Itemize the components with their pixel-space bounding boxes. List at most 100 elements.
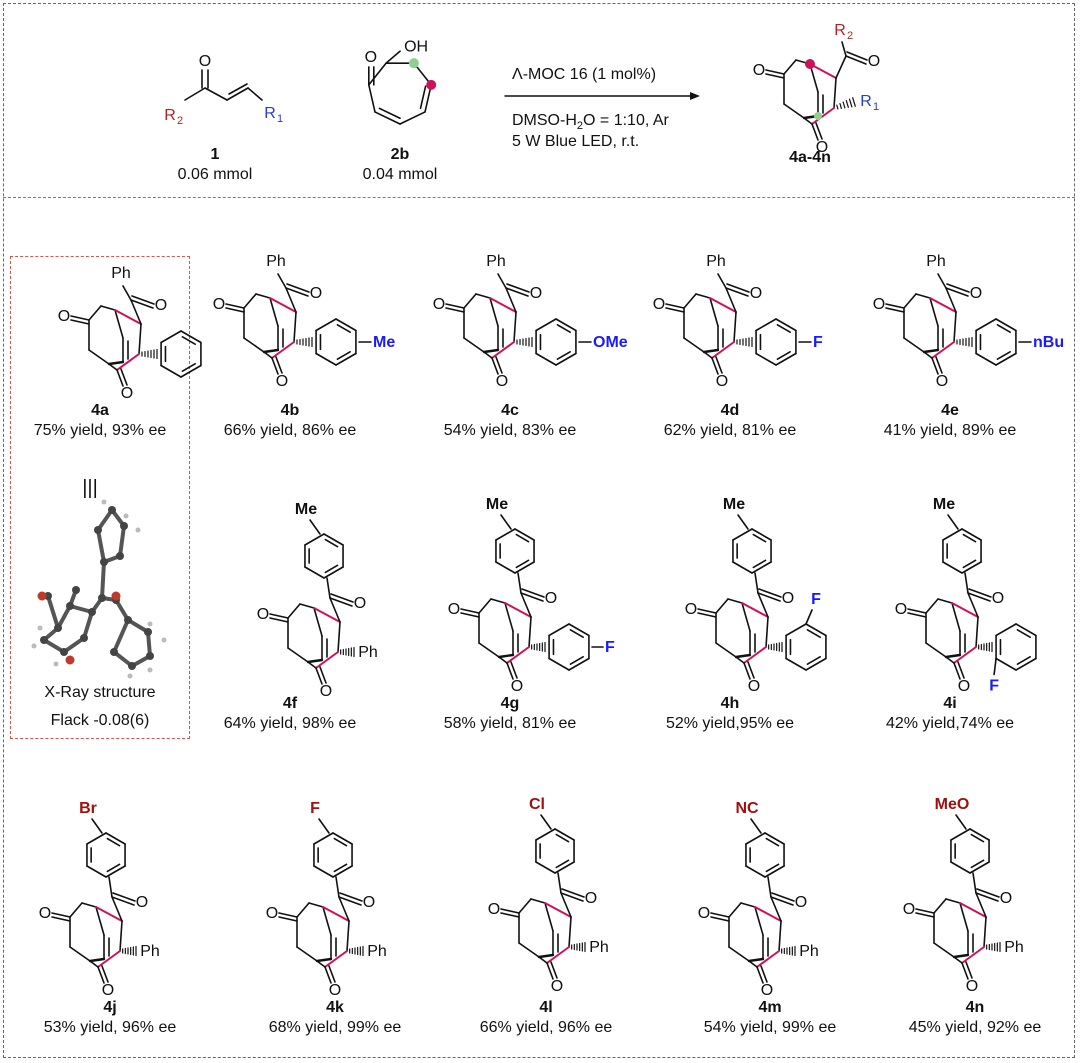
compound-4n-aroyl-ring-double-bond xyxy=(970,833,985,843)
compound-4h-bond xyxy=(757,592,769,618)
compound-4a-aryl-bond xyxy=(180,330,202,344)
product-red-marker xyxy=(805,59,815,69)
tropolone-double-bond xyxy=(419,85,427,110)
compound-4m-carbonyl xyxy=(710,916,730,922)
compound-4l-aroyl-ring-double-bond xyxy=(555,859,570,869)
compound-4i-new-bond xyxy=(951,602,979,618)
compound-4k-new-bond xyxy=(322,906,350,922)
compound-4e-oxygen: O xyxy=(873,296,885,313)
compound-4f-carbonyl xyxy=(269,617,289,623)
compound-4k-para-substituent: F xyxy=(310,800,320,817)
compound-4k-aroyl-ring-double-bond xyxy=(333,863,348,873)
compound-4h-bond xyxy=(735,656,745,664)
compound-4m-new-bond xyxy=(756,950,780,968)
compound-4j-para-substituent: Br xyxy=(79,800,97,817)
compound-4g-new-bond xyxy=(506,646,530,664)
compound-4m-carbonyl xyxy=(756,966,764,984)
reactant1-label: 1 0.06 mmol xyxy=(177,146,253,183)
compound-4a-phenyl-label: Ph xyxy=(111,265,131,282)
compound-4c-aryl-bond xyxy=(555,352,577,366)
compound-4m-bond xyxy=(750,818,762,834)
compound-4j-carbonyl xyxy=(51,916,71,922)
xray-hydrogen-atom xyxy=(161,637,167,643)
compound-4i-bond xyxy=(951,602,961,632)
compound-4j-bond xyxy=(69,946,91,962)
compound-4d-aryl-bond xyxy=(775,318,797,332)
compound-4e-aryl-double-bond xyxy=(996,350,1011,360)
compound-4i-aryl-bond xyxy=(995,623,1017,637)
compound-4a-oxygen: O xyxy=(121,385,133,402)
compound-4l-carbonyl xyxy=(561,888,585,898)
compound-4b-carbonyl xyxy=(271,357,279,375)
compound-4i-oxygen: O xyxy=(958,678,970,695)
enone-double-bond xyxy=(228,83,248,95)
r2-label: R xyxy=(164,107,176,124)
compound-4n-carbonyl xyxy=(915,912,935,918)
compound-4j-aroyl-ring-bond xyxy=(86,865,107,878)
product-r1-subscript: 1 xyxy=(873,101,879,113)
compound-4b-bond xyxy=(293,311,297,343)
compound-4e-bond xyxy=(915,293,931,299)
product-r2-subscript: 2 xyxy=(847,30,853,42)
compound-4c-bond xyxy=(489,297,499,327)
compound-4l-new-bond xyxy=(546,946,570,964)
compound-4n-bond xyxy=(933,942,955,958)
compound-4d-phenyl-label: Ph xyxy=(706,253,726,270)
compound-4e-new-bond xyxy=(929,297,957,313)
compound-4e-aryl-bond xyxy=(975,318,997,332)
compound-4l-aroyl-ring-bond xyxy=(554,828,575,841)
compound-4c-bond xyxy=(482,348,500,354)
compound-4i-oxygen: O xyxy=(895,601,907,618)
compound-4j-aroyl-ring-double-bond xyxy=(106,837,121,847)
compound-4g-aroyl-ring-double-bond xyxy=(515,559,530,569)
product-hashed-bond xyxy=(845,100,849,108)
compound-4l-carbonyl xyxy=(500,908,520,914)
compound-4b-new-bond xyxy=(269,297,297,313)
compound-4f-bond xyxy=(306,658,324,664)
product-carbonyl xyxy=(846,51,868,61)
compound-4d-bond xyxy=(733,311,737,343)
compound-4g-bond xyxy=(497,653,515,659)
compound-4g-bond xyxy=(478,598,492,614)
compound-4e-phenyl-label: Ph xyxy=(926,253,946,270)
xray-box xyxy=(10,256,190,739)
compound-4l-bond xyxy=(544,902,554,932)
compound-4i-substituent-label: F xyxy=(989,678,999,695)
compound-4f-bond xyxy=(337,621,341,653)
compound-4m-oxygen: O xyxy=(698,905,710,922)
compound-4a-bond xyxy=(108,363,118,371)
compound-4k-aroyl-ring-bond xyxy=(332,865,353,878)
compound-4g-carbonyl xyxy=(521,588,545,598)
compound-4m-carbonyl xyxy=(771,892,795,902)
compound-4a-carbonyl xyxy=(116,369,124,387)
compound-4a-carbonyl xyxy=(120,368,128,386)
compound-4h-bond xyxy=(741,602,751,632)
condition-solvent: DMSO-H2O = 1:10, Ar xyxy=(512,112,669,133)
compound-4j-aroyl-ring-bond xyxy=(86,832,107,845)
compound-4n-carbonyl xyxy=(976,888,1000,898)
compound-4k-bond xyxy=(346,920,350,952)
compound-4l-carbonyl xyxy=(560,892,584,902)
compound-4l-aroyl-ring-bond xyxy=(535,861,556,874)
compound-4k-aroyl-ring-bond xyxy=(332,832,353,845)
xray-hydrogen-atom xyxy=(53,661,59,667)
compound-4l-carbonyl xyxy=(500,912,520,918)
compound-4i-new-bond xyxy=(953,646,977,664)
compound-4i-carbonyl xyxy=(967,592,991,602)
compound-4n-bond xyxy=(953,956,963,964)
product-carbonyl xyxy=(811,123,819,141)
compound-4i-carbonyl xyxy=(957,661,965,679)
tropolone-bond xyxy=(385,50,401,64)
compound-4d-carbonyl xyxy=(665,307,685,313)
compound-4n-carbonyl xyxy=(975,892,999,902)
compound-4m-bond xyxy=(778,920,782,952)
compound-4i-aroyl-ring-double-bond xyxy=(962,533,977,543)
product-r1-label: R xyxy=(860,93,872,110)
xray-structure-model xyxy=(31,499,167,679)
arrow-head xyxy=(690,92,700,100)
